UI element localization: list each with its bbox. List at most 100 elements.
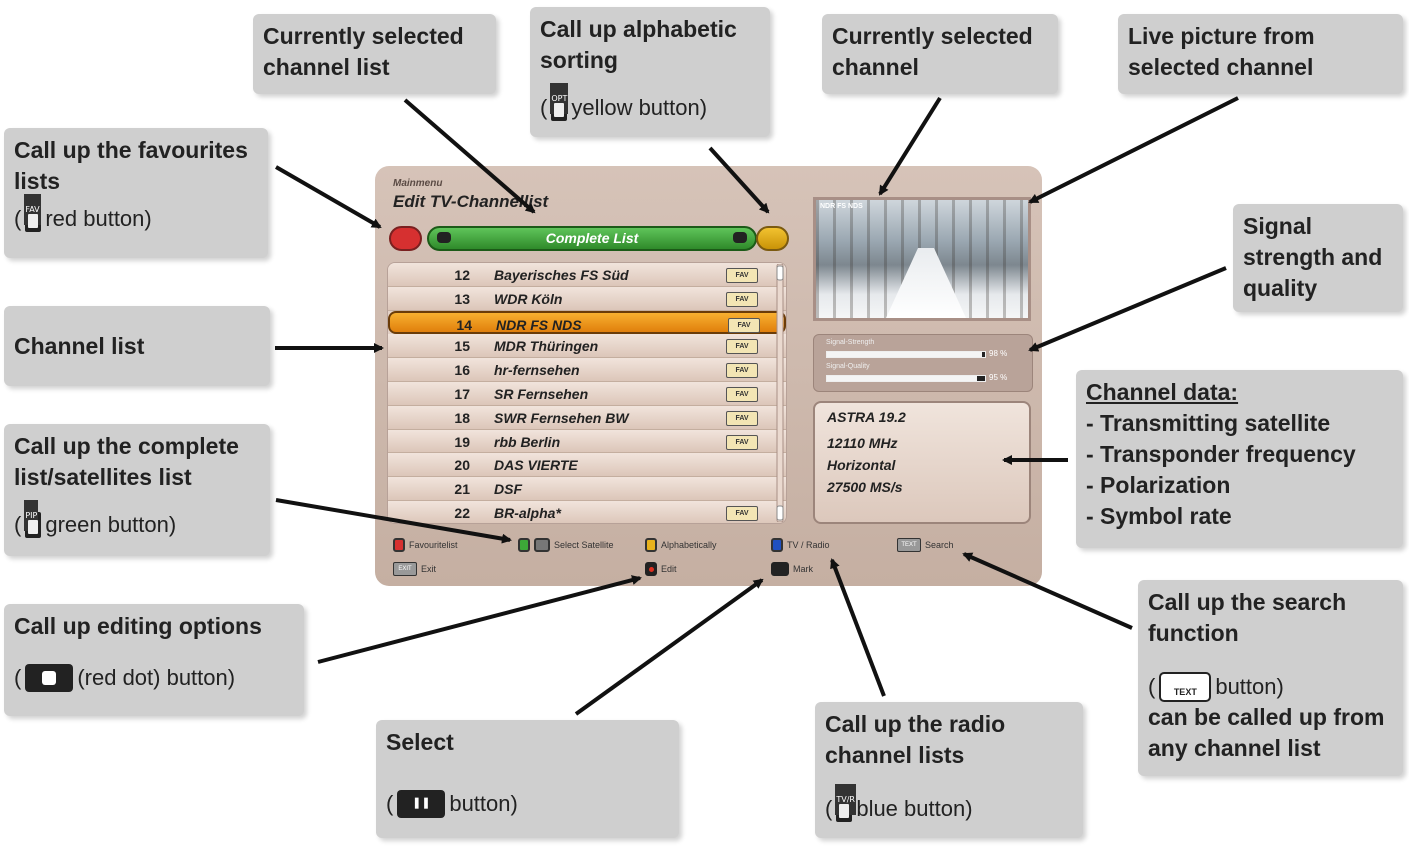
callout-complete-list: Call up the complete list/satellites lis… [4, 424, 270, 556]
arrow-editing [317, 575, 642, 664]
legend-mark[interactable]: Mark [771, 562, 813, 576]
channel-name: DSF [494, 481, 522, 498]
legend-search[interactable]: TEXT Search [897, 538, 954, 552]
callout-search-title: Call up the search function [1148, 589, 1347, 646]
callout-signal-title: Signal strength and quality [1243, 213, 1383, 301]
arrow-live-picture [1028, 96, 1239, 204]
signal-strength-value: 98 % [989, 349, 1008, 358]
red-favourites-button[interactable] [389, 226, 422, 251]
callout-channel-list-selected-title: Currently selected channel list [263, 23, 464, 80]
legend-exit[interactable]: EXIT Exit [393, 562, 436, 576]
yellow-key-icon [645, 538, 657, 552]
arrow-select [574, 578, 764, 716]
tvr-remote-button-icon: TV/R [835, 783, 856, 822]
channel-data-panel: ASTRA 19.2 12110 MHz Horizontal 27500 MS… [813, 401, 1031, 524]
signal-strength-label: Signal-Strength [826, 339, 875, 346]
polarization-value: Horizontal [827, 457, 896, 473]
callout-current-channel-title: Currently selected channel [832, 23, 1033, 80]
signal-strength-bar [826, 351, 986, 358]
channel-name: DAS VIERTE [494, 457, 578, 474]
channel-name: SR Fernsehen [494, 385, 589, 402]
fav-badge-icon: FAV [726, 291, 758, 307]
legend-mark-label: Mark [793, 564, 813, 574]
channel-number: 12 [454, 267, 470, 283]
callout-favourites-title: Call up the favourites lists [14, 137, 248, 194]
callout-select-sub: (❚❚ button) [386, 788, 669, 819]
text-key-icon: TEXT [897, 538, 921, 552]
channel-row[interactable]: 18 SWR Fernsehen BW FAV [388, 405, 786, 430]
callout-favourites-sub-text: red button) [45, 206, 152, 231]
live-picture: NDR FS NDS [813, 197, 1031, 321]
arrow-alphabetic [708, 146, 770, 214]
legend-favouritelist[interactable]: Favouritelist [393, 538, 458, 552]
legend-search-label: Search [925, 540, 954, 550]
channel-list-name: Complete List [545, 230, 639, 246]
symbol-rate-value: 27500 MS/s [827, 479, 903, 495]
fav-badge-icon: FAV [726, 410, 758, 426]
callout-favourites-sub: (FAV red button) [14, 193, 258, 234]
legend-select-satellite-label: Select Satellite [554, 540, 614, 550]
pip-remote-button-icon: PIP [24, 499, 42, 538]
channel-name: hr-fernsehen [494, 362, 580, 379]
legend-tv-radio-label: TV / Radio [787, 540, 830, 550]
callout-search-sub: (TEXT button) [1148, 671, 1393, 702]
legend-edit[interactable]: Edit [645, 562, 677, 576]
text-button-icon: TEXT [1159, 671, 1212, 702]
channel-number: 19 [454, 433, 470, 450]
channel-number: 17 [454, 385, 470, 402]
signal-panel: Signal-Strength 98 % Signal-Quality 95 % [813, 334, 1033, 392]
callout-editing-options: Call up editing options ( (red dot) butt… [4, 604, 304, 716]
menu-breadcrumb: Mainmenu [393, 178, 443, 189]
pause-key-icon [771, 562, 789, 576]
callout-channel-data-title: Channel data: [1086, 379, 1239, 405]
legend-edit-label: Edit [661, 564, 677, 574]
red-key-icon [393, 538, 405, 552]
fav-remote-button-icon: FAV [24, 193, 42, 232]
callout-alphabetic-sub: (OPT yellow button) [540, 82, 760, 123]
channel-list-selector[interactable]: Complete List [427, 226, 757, 251]
signal-quality-label: Signal-Quality [826, 363, 870, 370]
frequency-value: 12110 MHz [827, 435, 898, 451]
pause-button-icon: ❚❚ [397, 789, 446, 818]
legend-alphabetically[interactable]: Alphabetically [645, 538, 717, 552]
channel-number: 14 [456, 316, 472, 333]
left-arrow-icon[interactable] [437, 232, 451, 243]
arrow-complete-list [275, 498, 512, 544]
callout-alphabetic-sub-text: yellow button) [571, 95, 708, 120]
screen-title: Edit TV-Channellist [393, 192, 549, 211]
callout-select-title: Select [386, 729, 454, 755]
channel-data-item-polarization: - Polarization [1086, 472, 1231, 498]
legend-select-satellite[interactable]: Select Satellite [518, 538, 614, 552]
yellow-sort-button[interactable] [756, 226, 789, 251]
channel-number: 18 [454, 409, 470, 426]
channel-name: SWR Fernsehen BW [494, 409, 629, 426]
callout-live-picture-title: Live picture from selected channel [1128, 23, 1315, 80]
arrow-search [962, 552, 1133, 630]
opt-remote-button-icon: OPT [550, 82, 569, 121]
legend-favouritelist-label: Favouritelist [409, 540, 458, 550]
callout-live-picture: Live picture from selected channel [1118, 14, 1403, 94]
legend-tv-radio[interactable]: TV / Radio [771, 538, 830, 552]
fav-badge-icon: FAV [728, 317, 760, 333]
callout-radio-sub: (TV/R blue button) [825, 783, 1073, 824]
callout-search: Call up the search function (TEXT button… [1138, 580, 1403, 776]
channel-name: WDR Köln [494, 290, 563, 307]
channel-list-scrollbar[interactable] [776, 264, 784, 522]
preview-channel-label: NDR FS NDS [820, 203, 863, 210]
signal-quality-fill [827, 376, 978, 381]
callout-editing-sub: ( (red dot) button) [14, 662, 294, 693]
right-arrow-icon[interactable] [733, 232, 747, 243]
channel-data-item-symbol-rate: - Symbol rate [1086, 503, 1232, 529]
fav-badge-icon: FAV [726, 339, 758, 355]
